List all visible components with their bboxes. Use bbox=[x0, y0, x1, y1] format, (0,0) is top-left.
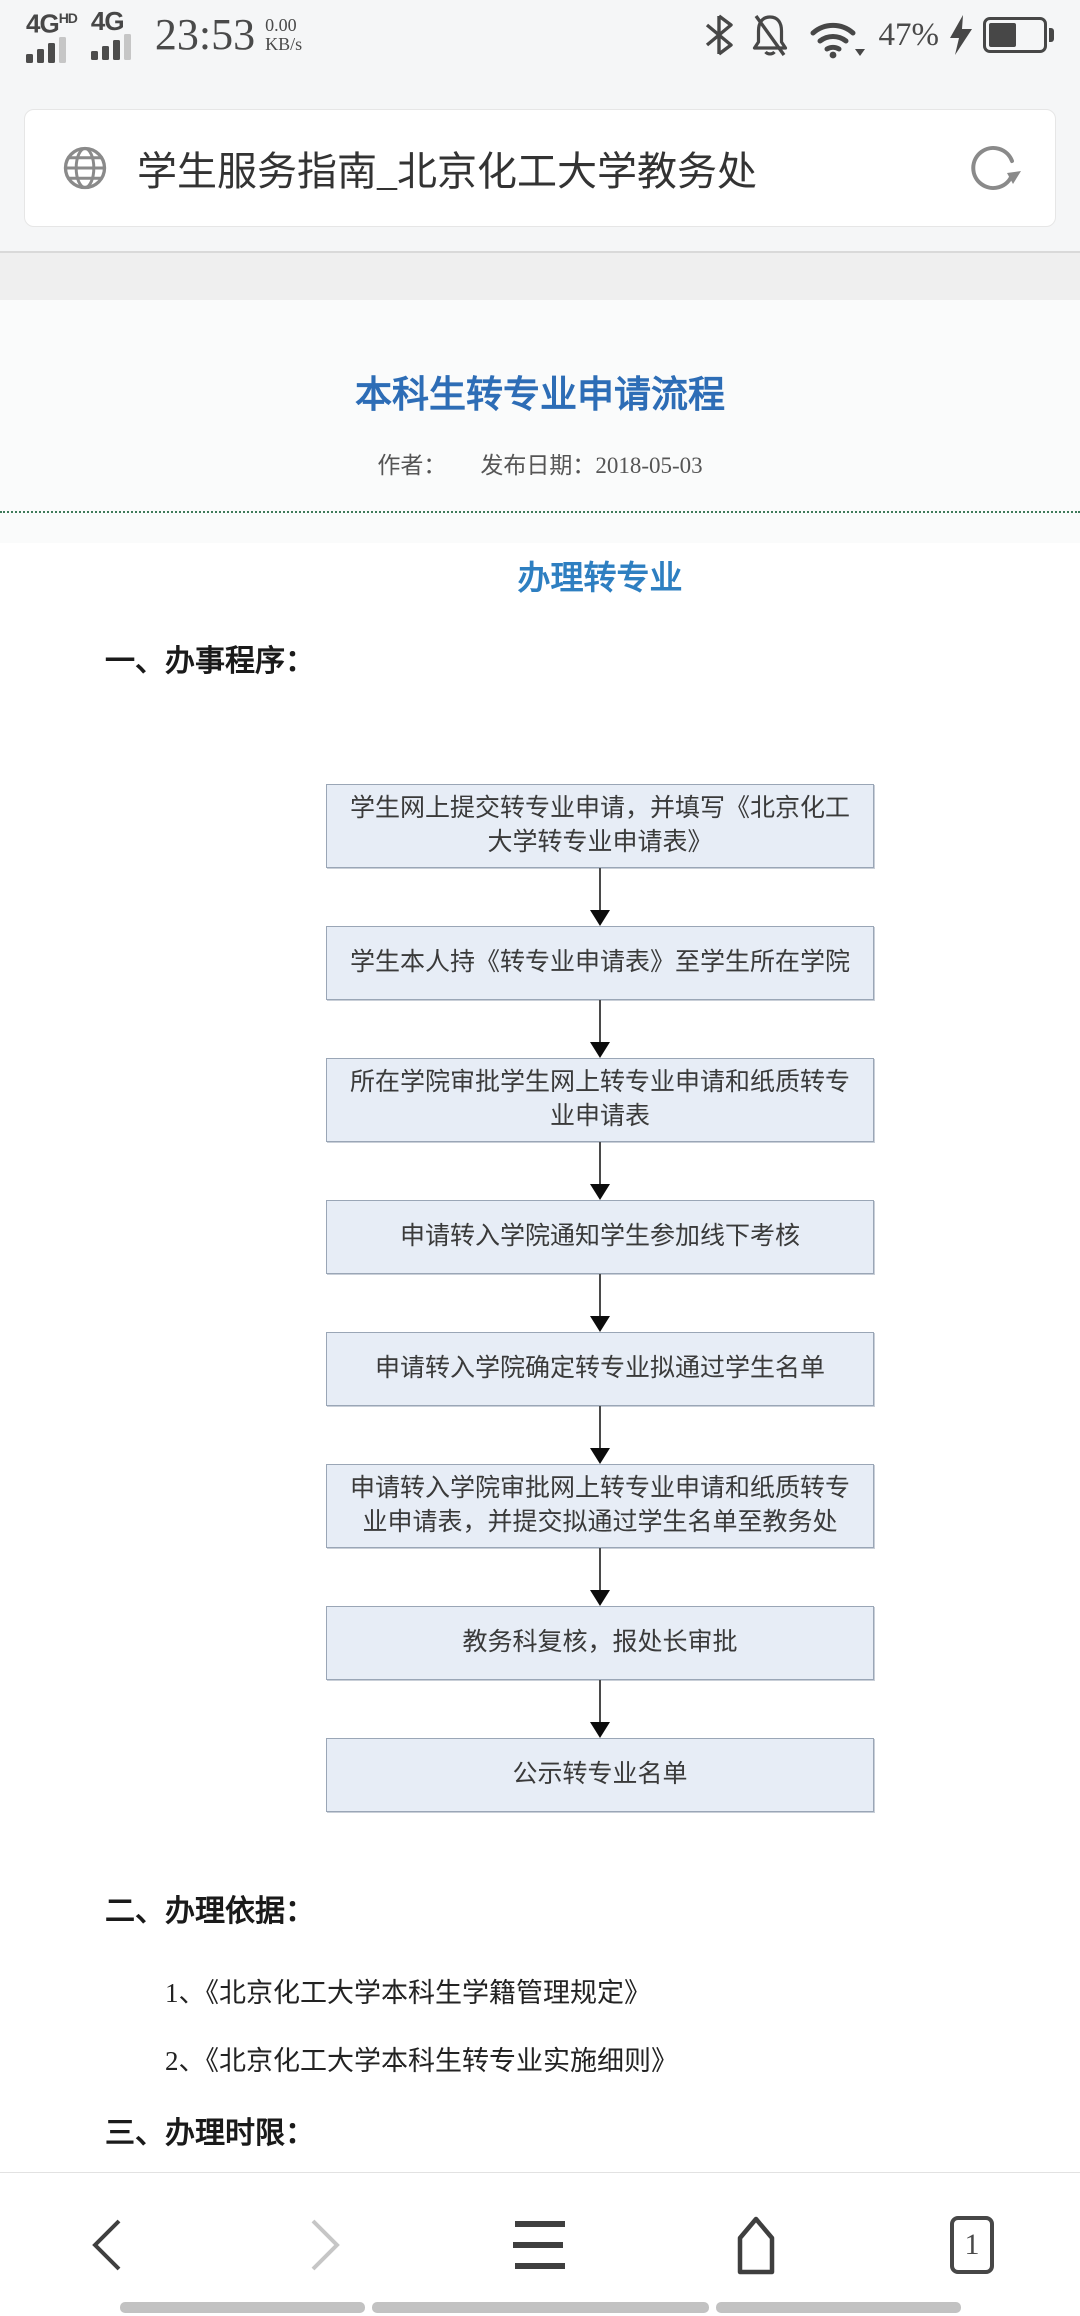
toolbar-divider bbox=[0, 251, 1080, 253]
flow-step-6: 申请转入学院审批网上转专业申请和纸质转专业申请表，并提交拟通过学生名单至教务处 bbox=[326, 1464, 874, 1548]
menu-icon bbox=[513, 2220, 565, 2269]
arrow-down-icon bbox=[326, 1274, 874, 1332]
forward-icon bbox=[311, 2219, 340, 2270]
sim1-network-label: 4GHD bbox=[26, 7, 78, 37]
article-body: 办理转专业 一、办事程序： 学生网上提交转专业申请，并填写《北京化工大学转专业申… bbox=[105, 543, 1080, 2155]
gray-band bbox=[0, 253, 1080, 300]
sim2-signal-bars-icon bbox=[90, 34, 135, 60]
network-speed-unit: KB/s bbox=[265, 34, 303, 54]
flow-step-3: 所在学院审批学生网上转专业申请和纸质转专业申请表 bbox=[326, 1058, 874, 1142]
battery-icon bbox=[983, 17, 1054, 53]
browser-bottom-nav: 1 bbox=[0, 2172, 1080, 2316]
status-left: 4GHD 4G 23:53 0.00 KB/s bbox=[26, 7, 302, 63]
basis-item-2: 2、《北京化工大学本科生转专业实施细则》 bbox=[165, 2046, 678, 2076]
flow-step-5: 申请转入学院确定转专业拟通过学生名单 bbox=[326, 1332, 874, 1406]
section3-heading: 三、办理时限： bbox=[105, 2117, 315, 2150]
bluetooth-icon bbox=[705, 14, 733, 56]
charging-icon bbox=[950, 15, 972, 55]
home-button[interactable] bbox=[648, 2173, 864, 2316]
clock: 23:53 bbox=[154, 10, 256, 59]
arrow-down-icon bbox=[326, 1548, 874, 1606]
flow-step-8: 公示转专业名单 bbox=[326, 1738, 874, 1812]
gesture-bar-segment[interactable] bbox=[716, 2302, 961, 2313]
gesture-bar-segment[interactable] bbox=[372, 2302, 709, 2313]
status-right: 47% bbox=[691, 11, 1054, 59]
status-bar: 4GHD 4G 23:53 0.00 KB/s bbox=[0, 0, 1080, 66]
sim2-signal: 4G bbox=[90, 6, 135, 60]
tab-count: 1 bbox=[964, 2227, 980, 2261]
network-speed-value: 0.00 bbox=[265, 15, 297, 35]
author-label: 作者： bbox=[377, 453, 447, 478]
browser-toolbar: 学生服务指南_北京化工大学教务处 bbox=[0, 66, 1080, 251]
tabs-button[interactable]: 1 bbox=[864, 2173, 1080, 2316]
back-button[interactable] bbox=[0, 2173, 216, 2316]
flow-step-7: 教务科复核，报处长审批 bbox=[326, 1606, 874, 1680]
arrow-down-icon bbox=[326, 1406, 874, 1464]
sim1-hd-badge: HD bbox=[58, 10, 78, 27]
dotted-divider bbox=[0, 511, 1080, 513]
arrow-down-icon bbox=[326, 1680, 874, 1738]
mute-bell-icon bbox=[752, 15, 787, 56]
article-title: 本科生转专业申请流程 bbox=[355, 375, 725, 416]
publish-date-value: 2018-05-03 bbox=[595, 453, 703, 478]
article-meta: 作者： 发布日期：2018-05-03 bbox=[0, 446, 1080, 480]
flow-step-1: 学生网上提交转专业申请，并填写《北京化工大学转专业申请表》 bbox=[326, 784, 874, 868]
flowchart: 学生网上提交转专业申请，并填写《北京化工大学转专业申请表》 学生本人持《转专业申… bbox=[326, 784, 874, 1812]
arrow-down-icon bbox=[326, 1000, 874, 1058]
sim1-4g-text: 4G bbox=[26, 8, 60, 39]
menu-button[interactable] bbox=[432, 2173, 648, 2316]
article-header: 本科生转专业申请流程 作者： 发布日期：2018-05-03 bbox=[0, 300, 1080, 543]
back-icon bbox=[92, 2219, 121, 2270]
arrow-down-icon bbox=[326, 1142, 874, 1200]
basis-item-1: 1、《北京化工大学本科生学籍管理规定》 bbox=[165, 1978, 651, 2008]
network-speed: 0.00 KB/s bbox=[265, 16, 302, 54]
arrow-down-icon bbox=[326, 868, 874, 926]
globe-icon bbox=[63, 146, 107, 190]
refresh-icon[interactable] bbox=[965, 140, 1021, 196]
publish-date-label: 发布日期： bbox=[480, 453, 596, 478]
sim2-network-label: 4G bbox=[90, 6, 125, 36]
home-icon bbox=[737, 2216, 775, 2274]
section1-heading: 一、办事程序： bbox=[105, 645, 315, 678]
sim1-signal-bars-icon bbox=[26, 36, 70, 63]
flow-step-4: 申请转入学院通知学生参加线下考核 bbox=[326, 1200, 874, 1274]
gesture-bar-segment[interactable] bbox=[120, 2302, 365, 2313]
section2-heading: 二、办理依据： bbox=[105, 1895, 315, 1928]
sim1-signal: 4GHD bbox=[26, 7, 78, 63]
service-heading: 办理转专业 bbox=[517, 559, 683, 596]
tab-count-icon: 1 bbox=[950, 2215, 994, 2274]
battery-percent: 47% bbox=[878, 17, 940, 53]
address-bar[interactable]: 学生服务指南_北京化工大学教务处 bbox=[24, 109, 1056, 227]
wifi-icon bbox=[810, 22, 865, 59]
page-title-in-address-bar[interactable]: 学生服务指南_北京化工大学教务处 bbox=[137, 149, 757, 194]
flow-step-2: 学生本人持《转专业申请表》至学生所在学院 bbox=[326, 926, 874, 1000]
forward-button[interactable] bbox=[216, 2173, 432, 2316]
